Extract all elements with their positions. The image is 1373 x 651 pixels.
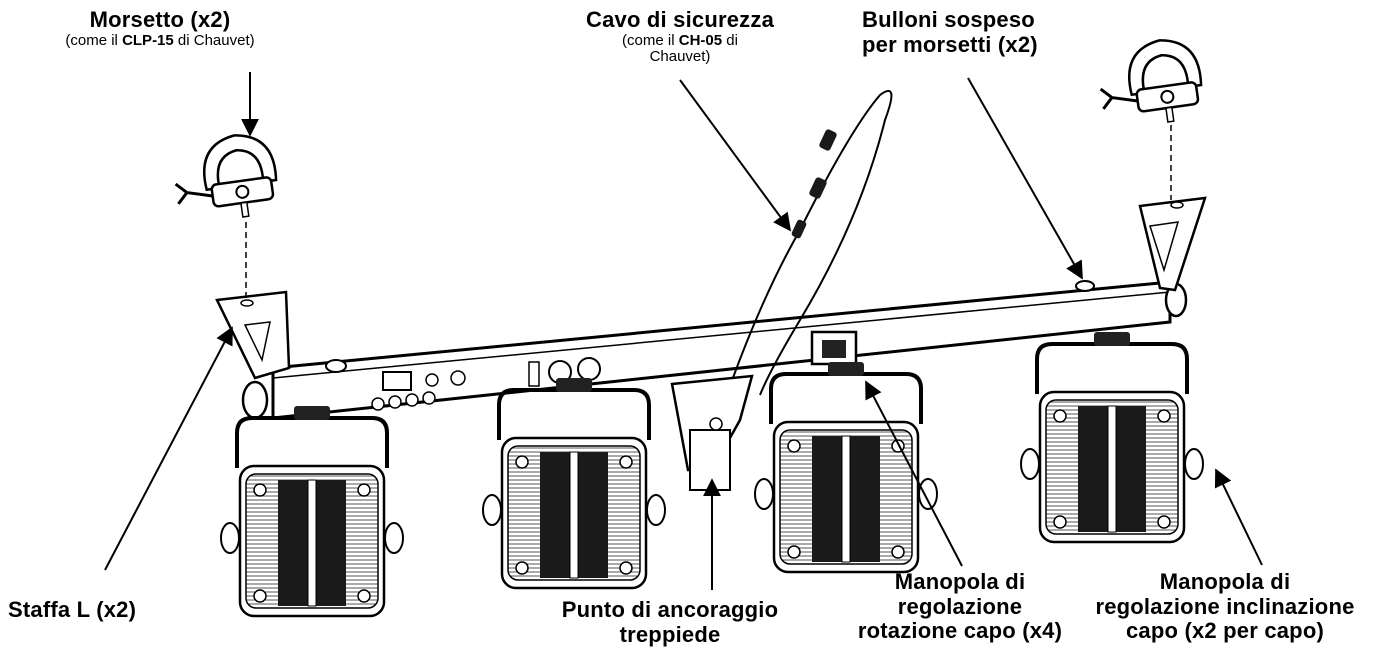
label-cavo-title: Cavo di sicurezza (585, 7, 775, 32)
label-cavo: Cavo di sicurezza (come il CH-05 di Chau… (555, 7, 805, 66)
cavo-sub-post: di (722, 31, 738, 49)
label-punto-line1: Punto di ancoraggio (561, 597, 779, 622)
label-manopola-incl: Manopola di regolazione inclinazione cap… (1080, 569, 1370, 644)
l-bracket-left (215, 290, 291, 380)
label-manopola-rot-line1: Manopola di (894, 569, 1026, 594)
label-bulloni-line2: per morsetti (x2) (862, 31, 1038, 57)
light-head-2 (481, 376, 667, 590)
label-morsetto-title: Morsetto (x2) (89, 7, 231, 32)
arrow-staffa (104, 326, 233, 571)
clamp-left (168, 128, 283, 228)
morsetto-sub-model: CLP-15 (122, 31, 174, 49)
label-morsetto-sub: (come il CLP-15 di Chauvet) (30, 31, 290, 50)
label-manopola-rot-line3: rotazione capo (x4) (857, 618, 1063, 644)
arrow-cavo (679, 79, 792, 232)
light-head-1 (219, 404, 405, 618)
label-bulloni-line1: Bulloni sospeso (862, 7, 1035, 32)
tripod-anchor (670, 374, 754, 491)
clamp-right (1093, 33, 1208, 133)
arrow-manopola-rot (865, 380, 963, 567)
label-staffa: Staffa L (x2) (8, 597, 198, 623)
label-punto: Punto di ancoraggio treppiede (540, 597, 800, 647)
label-manopola-rot-line2: regolazione (897, 593, 1023, 619)
arrow-bulloni (967, 77, 1083, 280)
light-head-4 (1019, 330, 1205, 544)
label-manopola-incl-line2: regolazione inclinazione (1095, 593, 1355, 619)
morsetto-sub-post: di Chauvet) (173, 31, 255, 49)
safety-cable (724, 89, 893, 401)
label-manopola-incl-line1: Manopola di (1159, 569, 1291, 594)
arrow-manopola-incl (1214, 468, 1263, 566)
crossbar (241, 280, 1188, 420)
label-cavo-sub-line2: Chauvet) (649, 48, 711, 66)
cavo-sub-model: CH-05 (678, 31, 723, 49)
label-staffa-line1: Staffa L (x2) (8, 597, 137, 622)
label-cavo-sub: (come il CH-05 di (555, 31, 805, 50)
label-morsetto: Morsetto (x2) (come il CLP-15 di Chauvet… (30, 7, 290, 50)
label-punto-line2: treppiede (619, 621, 721, 647)
cavo-sub-pre: (come il (622, 31, 679, 49)
morsetto-sub-pre: (come il (65, 31, 123, 49)
label-bulloni: Bulloni sospeso per morsetti (x2) (862, 7, 1062, 57)
label-manopola-incl-line3: capo (x2 per capo) (1126, 618, 1324, 644)
l-bracket-right (1138, 196, 1207, 292)
label-manopola-rot: Manopola di regolazione rotazione capo (… (835, 569, 1085, 644)
